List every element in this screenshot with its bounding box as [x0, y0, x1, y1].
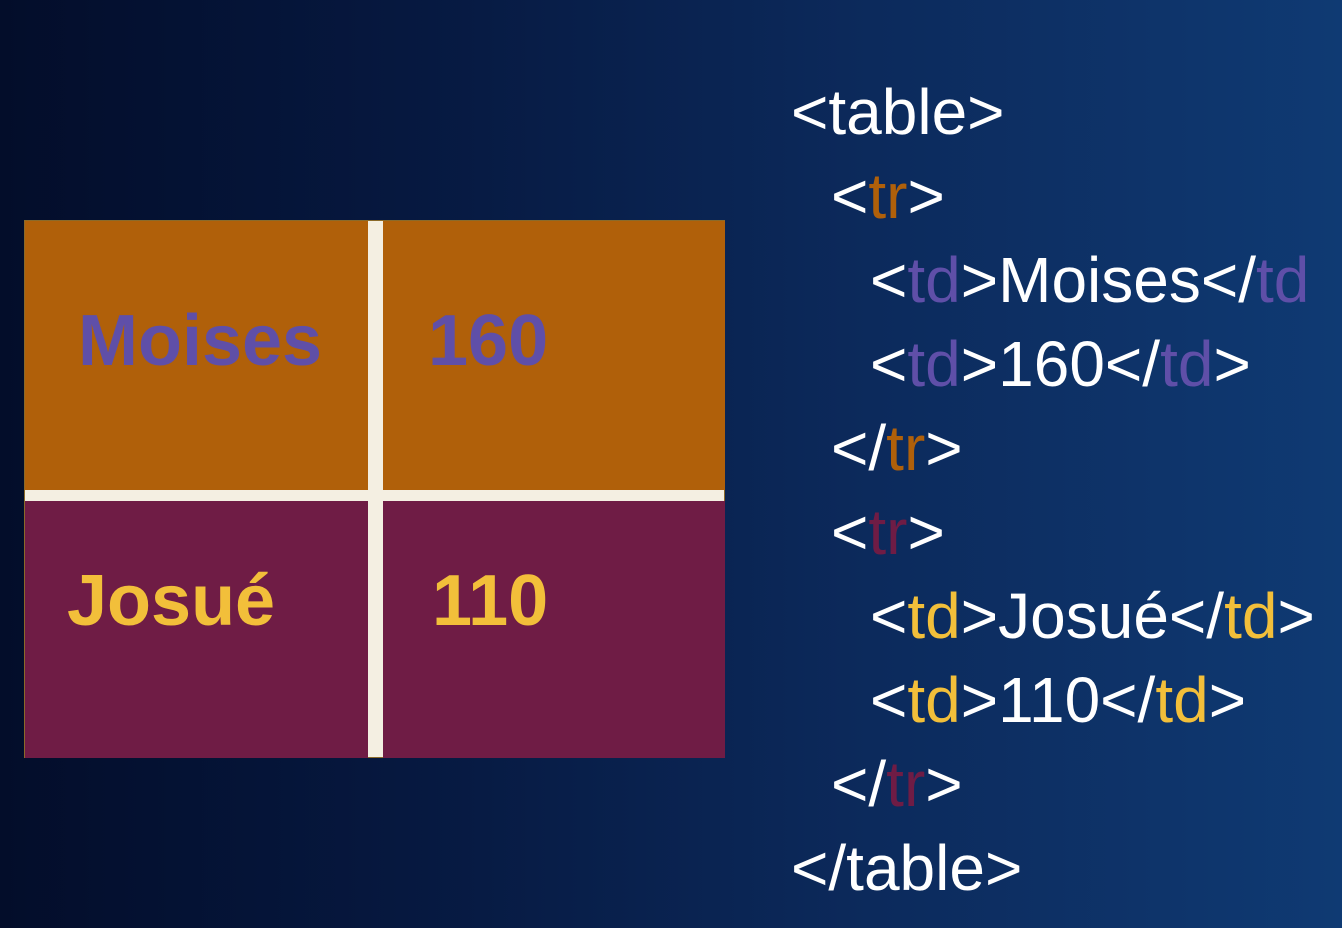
table-cell-row1-col1: Moises [25, 221, 368, 490]
code-lt: < [870, 328, 908, 400]
table-cell-row2-col1: Josué [25, 501, 368, 758]
code-value-moises: Moises [998, 244, 1201, 316]
code-lt: < [831, 496, 869, 568]
code-line-td-160: <td>160</td> [870, 332, 1251, 396]
code-tag-table: table [846, 832, 985, 904]
code-gt: > [925, 748, 963, 820]
code-tag-td: td [1155, 664, 1209, 736]
code-gt: > [967, 76, 1005, 148]
code-lt: < [870, 664, 908, 736]
code-close-lt: </ [1168, 580, 1225, 652]
code-tag-table: table [828, 76, 968, 148]
code-close-lt: </ [1200, 244, 1256, 316]
rendered-table: Moises 160 Josué 110 [24, 220, 725, 758]
table-cell-row2-col2: 110 [383, 501, 725, 758]
cell-text-110: 110 [432, 561, 549, 641]
code-value-josue: Josué [998, 580, 1169, 652]
code-close-lt: </ [831, 412, 887, 484]
code-lt: < [791, 76, 829, 148]
code-tag-td: td [1160, 328, 1214, 400]
code-gt: > [984, 832, 1023, 904]
code-value-110: 110 [998, 664, 1101, 736]
code-line-table-close: </table> [791, 836, 1022, 900]
code-close-lt: </ [791, 832, 847, 904]
code-tag-tr: tr [886, 748, 926, 820]
code-line-tr-close-2: </tr> [831, 752, 963, 816]
code-gt: > [960, 664, 999, 736]
code-gt: > [1208, 664, 1247, 736]
code-tag-td: td [907, 580, 961, 652]
code-line-tr-open-2: <tr> [831, 500, 945, 564]
code-lt: < [831, 160, 869, 232]
code-tag-tr: tr [886, 412, 926, 484]
code-lt: < [870, 244, 908, 316]
code-tag-td: td [907, 244, 961, 316]
code-tag-td: td [907, 328, 961, 400]
cell-text-moises: Moises [78, 301, 323, 381]
code-line-tr-close-1: </tr> [831, 416, 963, 480]
code-gt: > [960, 244, 999, 316]
code-gt: > [925, 412, 963, 484]
table-cell-row1-col2: 160 [383, 221, 725, 490]
code-tag-td: td [907, 664, 961, 736]
code-tag-tr: tr [868, 160, 908, 232]
code-gt: > [1213, 328, 1251, 400]
code-line-td-moises: <td>Moises</td [870, 248, 1309, 312]
code-gt: > [960, 328, 999, 400]
code-tag-td: td [1256, 244, 1310, 316]
code-gt: > [960, 580, 999, 652]
code-line-table-open: <table> [791, 80, 1005, 144]
code-close-lt: </ [1104, 328, 1161, 400]
code-line-tr-open-1: <tr> [831, 164, 945, 228]
code-lt: < [870, 580, 908, 652]
code-tag-tr: tr [868, 496, 908, 568]
code-gt: > [907, 160, 945, 232]
code-close-lt: </ [831, 748, 887, 820]
cell-text-josue: Josué [67, 561, 276, 641]
code-line-td-josue: <td>Josué</td> [870, 584, 1315, 648]
code-gt: > [907, 496, 945, 568]
code-line-td-110: <td>110</td> [870, 668, 1246, 732]
code-close-lt: </ [1100, 664, 1156, 736]
code-tag-td: td [1224, 580, 1278, 652]
code-gt: > [1277, 580, 1315, 652]
cell-text-160: 160 [428, 301, 549, 381]
code-value-160: 160 [998, 328, 1105, 400]
